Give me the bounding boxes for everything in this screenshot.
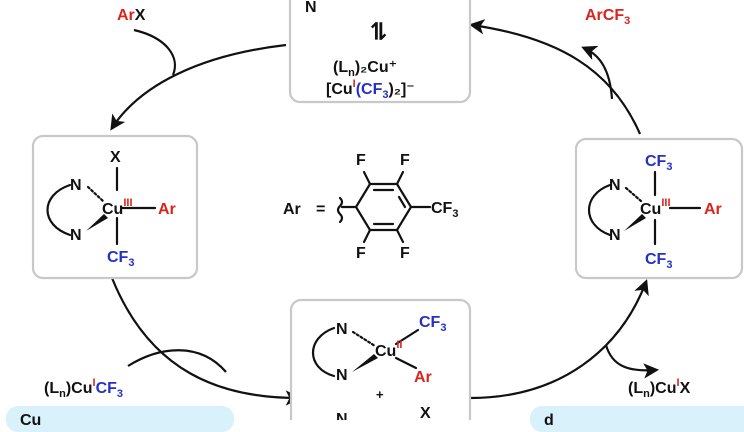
anion-formula: [CuI(CF3)₂]⁻ (326, 78, 415, 101)
cycle-arc-left-bottom (110, 277, 302, 406)
bottom-complex: N N CuII CF3 Ar + N X (311, 314, 446, 420)
left-banner: Cu (6, 406, 234, 432)
top-box-cut-letter: N (305, 0, 317, 16)
cation-formula: (Ln)₂Cu⁺ (333, 59, 397, 79)
right-n-top: N (609, 177, 621, 194)
right-banner: d (530, 406, 744, 432)
right-n-bot: N (609, 227, 621, 244)
right-complex: CF3 N N CuIII Ar CF3 (587, 153, 722, 271)
arx-entry-arrow (133, 28, 176, 76)
cux-exit-arrow (604, 344, 660, 379)
f-bot-left: F (356, 245, 366, 262)
equilibrium-arrows: ⇌ (365, 21, 392, 41)
left-n-bot: N (70, 227, 82, 244)
top-box (288, 0, 472, 104)
ar-definition: Ar = F F F F CF3 (283, 152, 458, 262)
right-cf3-bot: CF3 (645, 251, 672, 271)
left-cf3: CF3 (107, 249, 134, 269)
f-bot-right: F (400, 245, 410, 262)
bottom-cf3: CF3 (419, 314, 446, 334)
arx-reagent: ArX (117, 7, 146, 24)
bottom-complex-box (289, 298, 472, 420)
ar-def-equals: = (316, 201, 325, 218)
bottom-cut-n: N (336, 411, 348, 420)
catalytic-cycle-scheme: N ⇌ (Ln)₂Cu⁺ [CuI(CF3)₂]⁻ ArX ArCF3 X N … (31, 0, 744, 420)
left-x: X (110, 149, 121, 166)
bottom-cu: CuII (375, 339, 402, 360)
right-ar: Ar (704, 201, 722, 218)
ar-def-label: Ar (283, 201, 301, 218)
bottom-n-top: N (336, 321, 348, 338)
cycle-arc-right-top (468, 19, 642, 135)
cycle-arc-bottom-right (469, 279, 649, 400)
cycle-arc-top-left (110, 43, 287, 131)
arcf3-exit-arrow (581, 45, 614, 100)
left-n-top: N (70, 177, 82, 194)
right-complex-box (574, 137, 744, 280)
left-cu: CuIII (102, 197, 133, 218)
bottom-n-bot: N (336, 367, 348, 384)
cucf3-reagent: (Ln)CuICF3 (44, 377, 123, 400)
bottom-ar: Ar (414, 369, 432, 386)
bottom-cut-x: X (420, 405, 431, 420)
left-complex: X N N CuIII Ar CF3 (46, 149, 176, 269)
arcf3-product: ArCF3 (585, 7, 630, 27)
cux-product: (Ln)CuIX (628, 377, 691, 400)
left-ar: Ar (158, 201, 176, 218)
right-cu: CuIII (640, 197, 671, 218)
right-cf3-top: CF3 (645, 153, 672, 173)
ar-def-cf3: CF3 (431, 200, 458, 220)
f-top-left: F (356, 152, 366, 169)
cucf3-entry-arrow (127, 349, 227, 373)
f-top-right: F (400, 152, 410, 169)
bottom-plus: + (376, 387, 384, 402)
left-complex-box (31, 134, 199, 280)
